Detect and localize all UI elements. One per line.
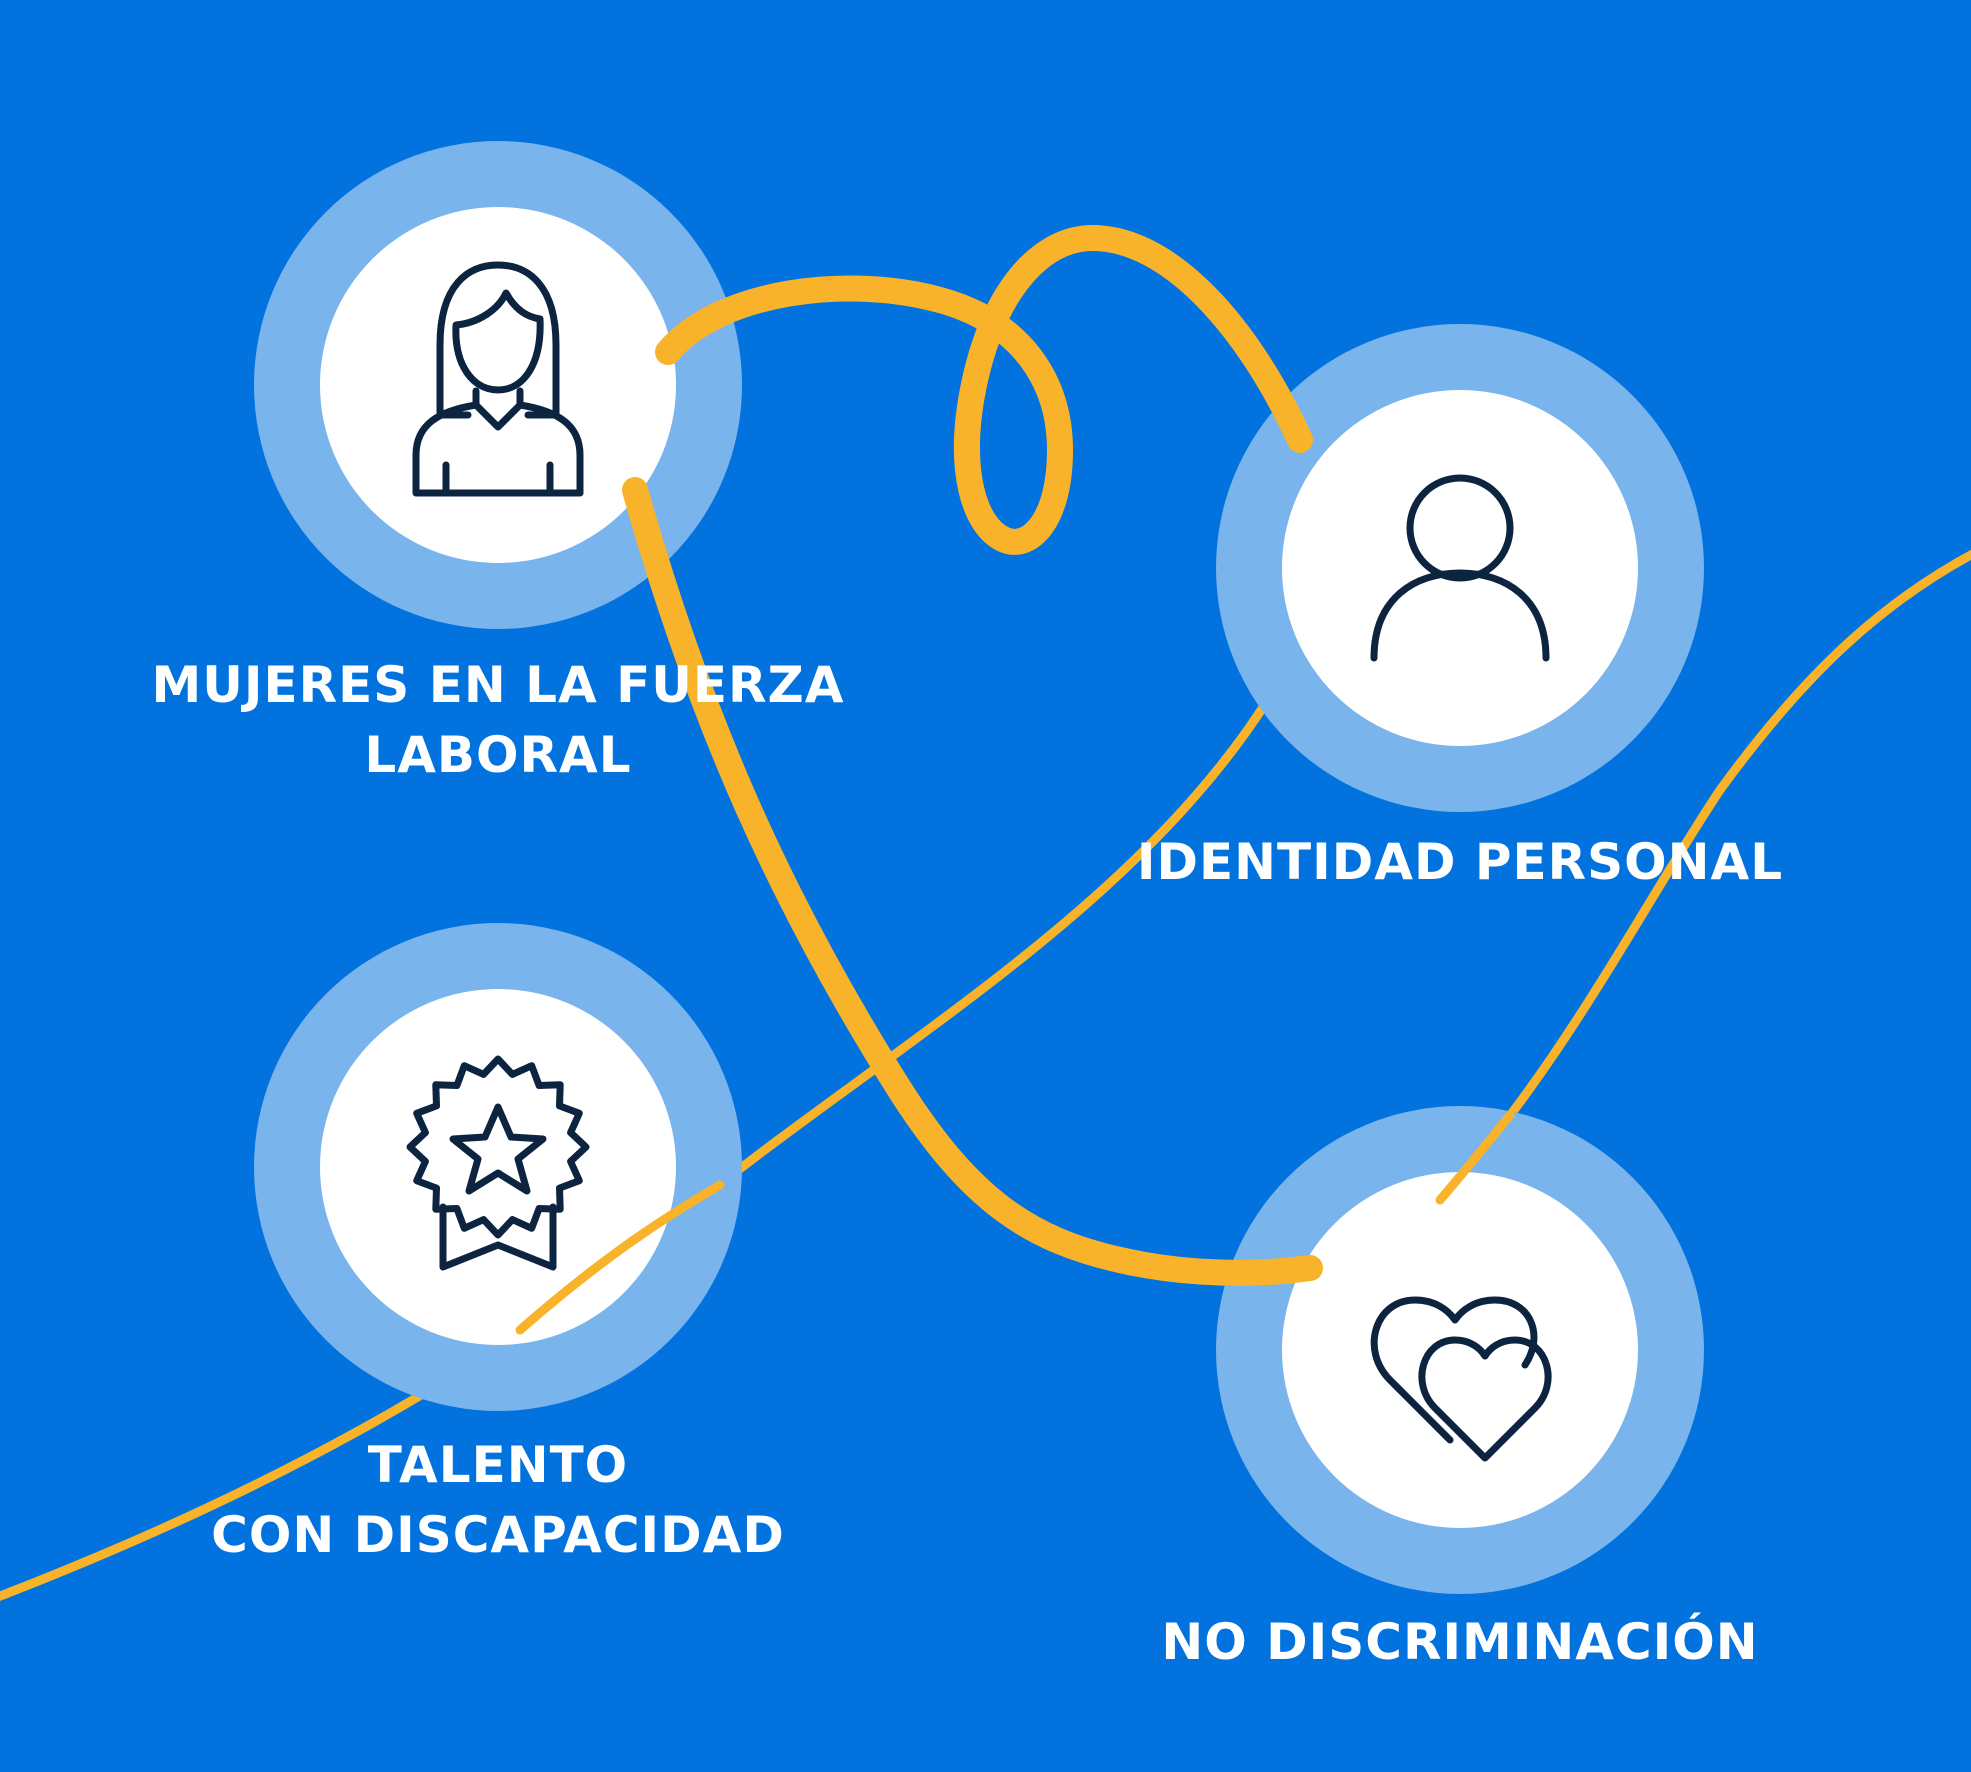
thick-ribbon-top [655,224,1313,555]
thick-ribbon-heart [622,477,1323,1286]
person-icon [1370,474,1550,662]
label-line: IDENTIDAD PERSONAL [1136,833,1784,891]
ribbon-front [515,224,1515,1335]
inner-circle [1282,390,1638,746]
label-line: MUJERES EN LA FUERZA [151,656,845,714]
node-no-discriminacion [1216,1106,1704,1594]
thin-ribbon-over-talento [515,1180,725,1335]
label-talento: TALENTO CON DISCAPACIDAD [148,1430,848,1570]
two-hearts-icon [1370,1296,1552,1462]
node-mujeres [254,141,742,629]
inner-circle [1282,1172,1638,1528]
node-talento [254,923,742,1411]
thin-ribbon-right [1435,549,1971,1205]
label-line: NO DISCRIMINACIÓN [1161,1613,1759,1671]
label-no-discriminacion: NO DISCRIMINACIÓN [1110,1607,1810,1677]
award-badge-icon [406,1055,590,1271]
inner-circle [320,989,676,1345]
woman-icon [412,261,584,497]
label-line: TALENTO [367,1436,629,1494]
inner-circle [320,207,676,563]
label-identidad: IDENTIDAD PERSONAL [1110,827,1810,897]
label-line: LABORAL [364,726,632,784]
thin-ribbon-over-nodisc [1435,1110,1515,1205]
label-mujeres: MUJERES EN LA FUERZA LABORAL [148,650,848,790]
label-line: CON DISCAPACIDAD [211,1506,785,1564]
